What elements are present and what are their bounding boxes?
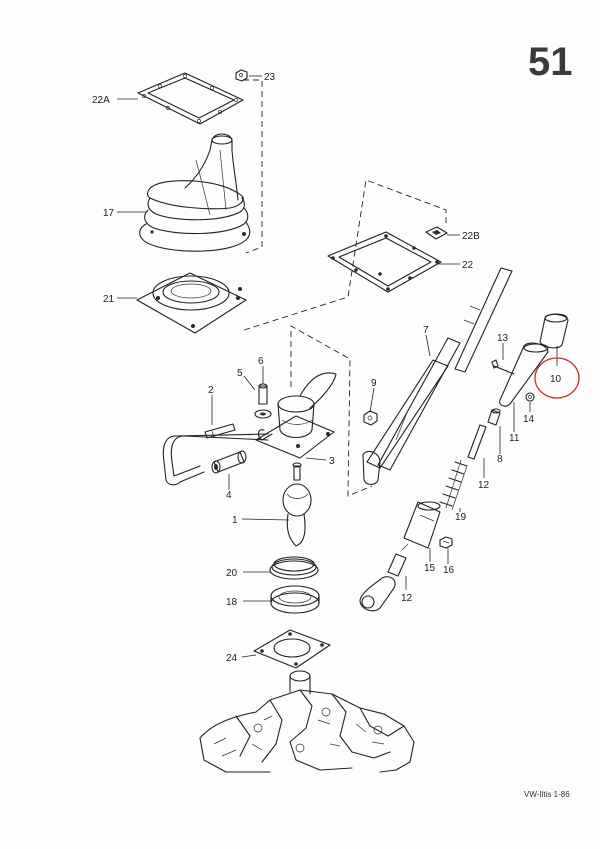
footer-code: VW-Iltis 1-86 xyxy=(524,790,570,799)
part-22-gasket xyxy=(327,231,442,293)
part-24-gasket xyxy=(253,629,331,669)
part-15-slider xyxy=(403,501,441,549)
part-20-spring-ring xyxy=(269,556,319,580)
callout-3: 3 xyxy=(329,456,335,467)
part-9-nut xyxy=(363,410,378,426)
callout-23: 23 xyxy=(264,72,276,83)
callout-24: 24 xyxy=(226,653,238,664)
callout-4: 4 xyxy=(226,490,232,501)
callout-14: 14 xyxy=(523,414,535,425)
part-16-nut xyxy=(439,536,453,549)
callout-22B: 22B xyxy=(462,231,480,242)
callout-11: 11 xyxy=(509,433,520,444)
callout-21: 21 xyxy=(103,294,115,305)
part-18-bearing-ring xyxy=(270,585,320,614)
callout-18: 18 xyxy=(226,597,238,608)
part-10-knob xyxy=(539,313,569,349)
highlight-circle xyxy=(534,357,580,399)
part-7-shift-rod xyxy=(362,267,513,486)
callout-19: 19 xyxy=(455,512,467,523)
part-2-pin xyxy=(204,423,236,439)
part-4-link-rod xyxy=(162,433,269,486)
callout-2: 2 xyxy=(208,385,214,396)
callout-8: 8 xyxy=(497,454,503,465)
leader-lines xyxy=(117,75,558,658)
callout-13: 13 xyxy=(497,333,509,344)
part-11-shift-lever-upper xyxy=(499,342,549,407)
callout-22: 22 xyxy=(462,260,474,271)
part-19-spring xyxy=(439,459,468,511)
callout-10: 10 xyxy=(550,374,562,385)
part-6-screw xyxy=(258,383,268,405)
callout-6: 6 xyxy=(258,356,264,367)
part-3-lever-housing xyxy=(255,372,337,459)
callout-1: 1 xyxy=(232,515,238,526)
part-13-bolt xyxy=(491,359,515,375)
part-22A-gasket xyxy=(137,72,244,125)
part-14-nut xyxy=(525,392,535,402)
callout-12-upper: 12 xyxy=(478,480,490,491)
part-1-shift-lever xyxy=(282,462,312,547)
callout-7: 7 xyxy=(423,325,429,336)
callout-15: 15 xyxy=(424,563,436,574)
part-12-joint-lower xyxy=(359,543,409,612)
part-8-bushing xyxy=(487,408,501,426)
callout-16: 16 xyxy=(443,565,455,576)
part-21-base-plate xyxy=(136,272,247,334)
part-22B-clip xyxy=(425,226,448,240)
callout-12-lower: 12 xyxy=(401,593,413,604)
part-23-nut xyxy=(235,69,248,82)
callout-5: 5 xyxy=(237,368,243,379)
callout-22A: 22A xyxy=(92,95,110,106)
callout-20: 20 xyxy=(226,568,238,579)
callout-9: 9 xyxy=(371,378,377,389)
part-17-shift-boot xyxy=(139,133,251,252)
part-5-washer xyxy=(254,409,272,419)
part-12-pin-upper xyxy=(467,424,487,460)
callout-17: 17 xyxy=(103,208,115,219)
callout-labels: 23 22A 17 21 22B 22 7 13 10 6 5 9 2 14 1… xyxy=(92,72,562,664)
transmission-housing xyxy=(199,670,415,773)
page-number: 51 xyxy=(528,40,573,84)
